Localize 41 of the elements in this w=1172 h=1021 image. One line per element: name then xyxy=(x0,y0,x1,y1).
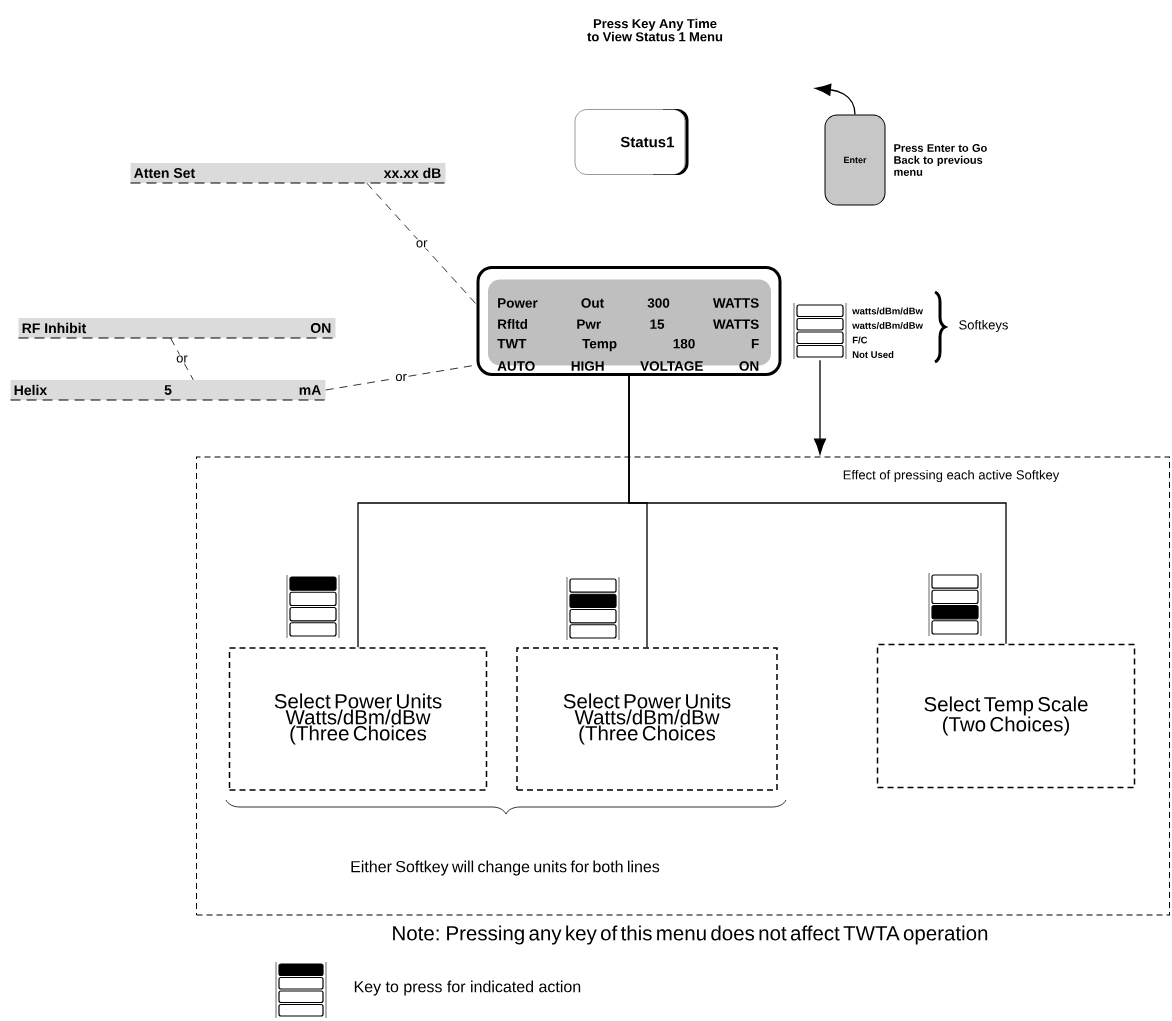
display-field xyxy=(18,318,336,339)
legend-text: Key to press for indicated action xyxy=(354,980,581,996)
dashed-region xyxy=(196,456,1170,916)
brace-label: Softkeys xyxy=(959,319,1008,333)
connector xyxy=(628,375,1007,645)
instruction-text: Press Key Any Time to View Status 1 Menu xyxy=(587,18,723,42)
display-line: Power Out 300 WATTS xyxy=(498,298,759,308)
softkey-drawing xyxy=(793,302,847,360)
display-field xyxy=(10,380,326,401)
softkey-label: F/C xyxy=(852,336,868,344)
connector xyxy=(815,83,856,116)
field-text: mA xyxy=(299,385,321,395)
edge-label: or xyxy=(414,239,429,249)
field-text: ON xyxy=(310,323,331,333)
field-text: 5 xyxy=(164,385,172,395)
action-box: Select Power Units Watts/dBm/dBw (Three Choices xyxy=(516,647,778,791)
softkey-label: watts/dBm/dBw xyxy=(852,321,923,330)
field-text: Atten Set xyxy=(134,168,195,178)
connector xyxy=(170,337,194,381)
connector xyxy=(366,182,477,305)
field-text: RF Inhibit xyxy=(22,322,87,334)
edge-label: or xyxy=(175,354,189,364)
action-box: Select Power Units Watts/dBm/dBw (Three Choices xyxy=(228,647,488,791)
softkey-label: watts/dBm/dBw xyxy=(852,307,923,315)
region-caption: Effect of pressing each active Softkey xyxy=(843,469,1060,483)
softkey-label: Not Used xyxy=(852,351,894,358)
note-text: Note: Pressing any key of this menu does not affect TWTA operation xyxy=(393,925,988,945)
display-line: TWT Temp 180 F xyxy=(497,338,759,352)
lcd-display xyxy=(476,266,782,376)
edge-label: or xyxy=(394,372,408,383)
display-line: Rfltd Pwr 15 WATTS xyxy=(498,319,759,329)
field-text: Helix xyxy=(14,384,48,396)
display-line: AUTO HIGH VOLTAGE ON xyxy=(497,361,759,371)
connector xyxy=(813,359,827,455)
display-field xyxy=(130,163,446,184)
key-button: Status1 xyxy=(574,109,689,175)
field-text: xx.xx dB xyxy=(383,167,441,179)
instruction-text: Press Enter to Go Back to previous menu xyxy=(894,144,987,176)
brace-caption: Either Softkey will change units for both lines xyxy=(351,860,660,876)
action-box: Select Temp Scale (Two Choices) xyxy=(876,643,1136,789)
enter-key: Enter xyxy=(824,114,886,206)
